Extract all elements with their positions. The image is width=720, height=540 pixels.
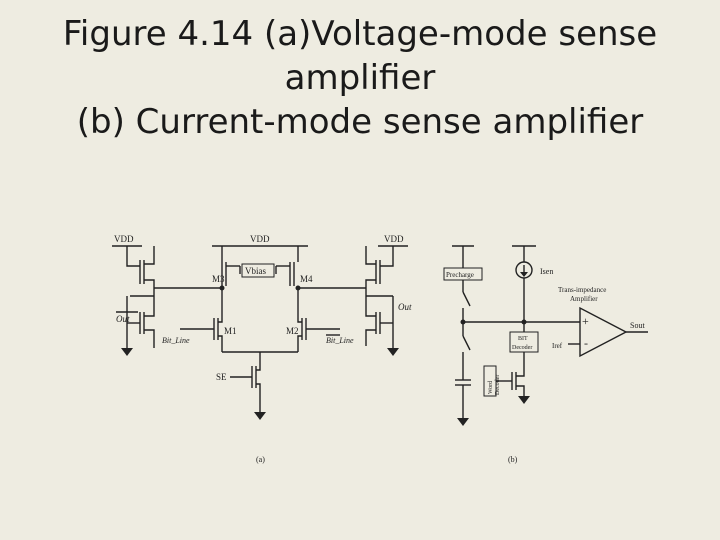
word-decoder-label-1: Word [488,381,494,394]
title-line-2: amplifier [284,58,436,98]
precharge-label: Precharge [446,271,474,279]
bit-decoder-label-1: BIT [518,336,528,342]
vdd-label-left: VDD [114,234,134,244]
m2-label: M2 [286,326,299,336]
caption-b: (b) [508,455,518,464]
out-label: Out [398,302,412,312]
current-mode-circuit: Precharge Isen BIT Decoder Word Decoder [443,245,648,464]
word-decoder-label-2: Decoder [495,375,501,395]
precharge-switch [462,291,471,307]
tia-label-1: Trans-impedance [558,286,606,294]
ground-icon-left [121,348,133,356]
vdd-label-right: VDD [384,234,404,244]
tia-minus: - [584,336,588,350]
vbias-box [241,263,275,278]
vdd-label-mid: VDD [250,234,270,244]
title-line-1: Figure 4.14 (a)Voltage-mode sense [62,14,658,54]
m1-label: M1 [224,326,237,336]
tia-label-2: Amplifier [570,295,598,303]
voltage-mode-circuit: VDD VDD VDD Out M3 M4 [112,234,412,464]
m3-label: M3 [212,274,225,284]
ground-icon-right [387,348,399,356]
vbias-label: Vbias [245,266,266,276]
se-label: SE [216,372,227,382]
caption-a: (a) [256,455,265,464]
bitline-switch [462,335,471,351]
ground-icon-tail [254,412,266,420]
isen-label: Isen [540,267,553,276]
slide-title: Figure 4.14 (a)Voltage-mode sense amplif… [0,12,720,144]
bit-line-left-label: Bit_Line [162,336,190,345]
left-wire-1 [126,246,140,267]
ground-icon-cell [518,396,530,404]
bit-decoder-label-2: Decoder [512,345,532,351]
iref-label: Iref [552,342,563,350]
m4-label: M4 [300,274,313,284]
title-line-3: (b) Current-mode sense amplifier [76,102,644,142]
out-bar-label: Out [116,314,130,324]
tia-plus: + [582,314,589,328]
bit-line-right-label: Bit_Line [326,336,354,345]
sout-label: Sout [630,321,645,330]
circuit-figure: VDD VDD VDD Out M3 M4 [112,234,648,464]
tia-amplifier-symbol [579,306,628,358]
ground-icon-cap [457,418,469,426]
